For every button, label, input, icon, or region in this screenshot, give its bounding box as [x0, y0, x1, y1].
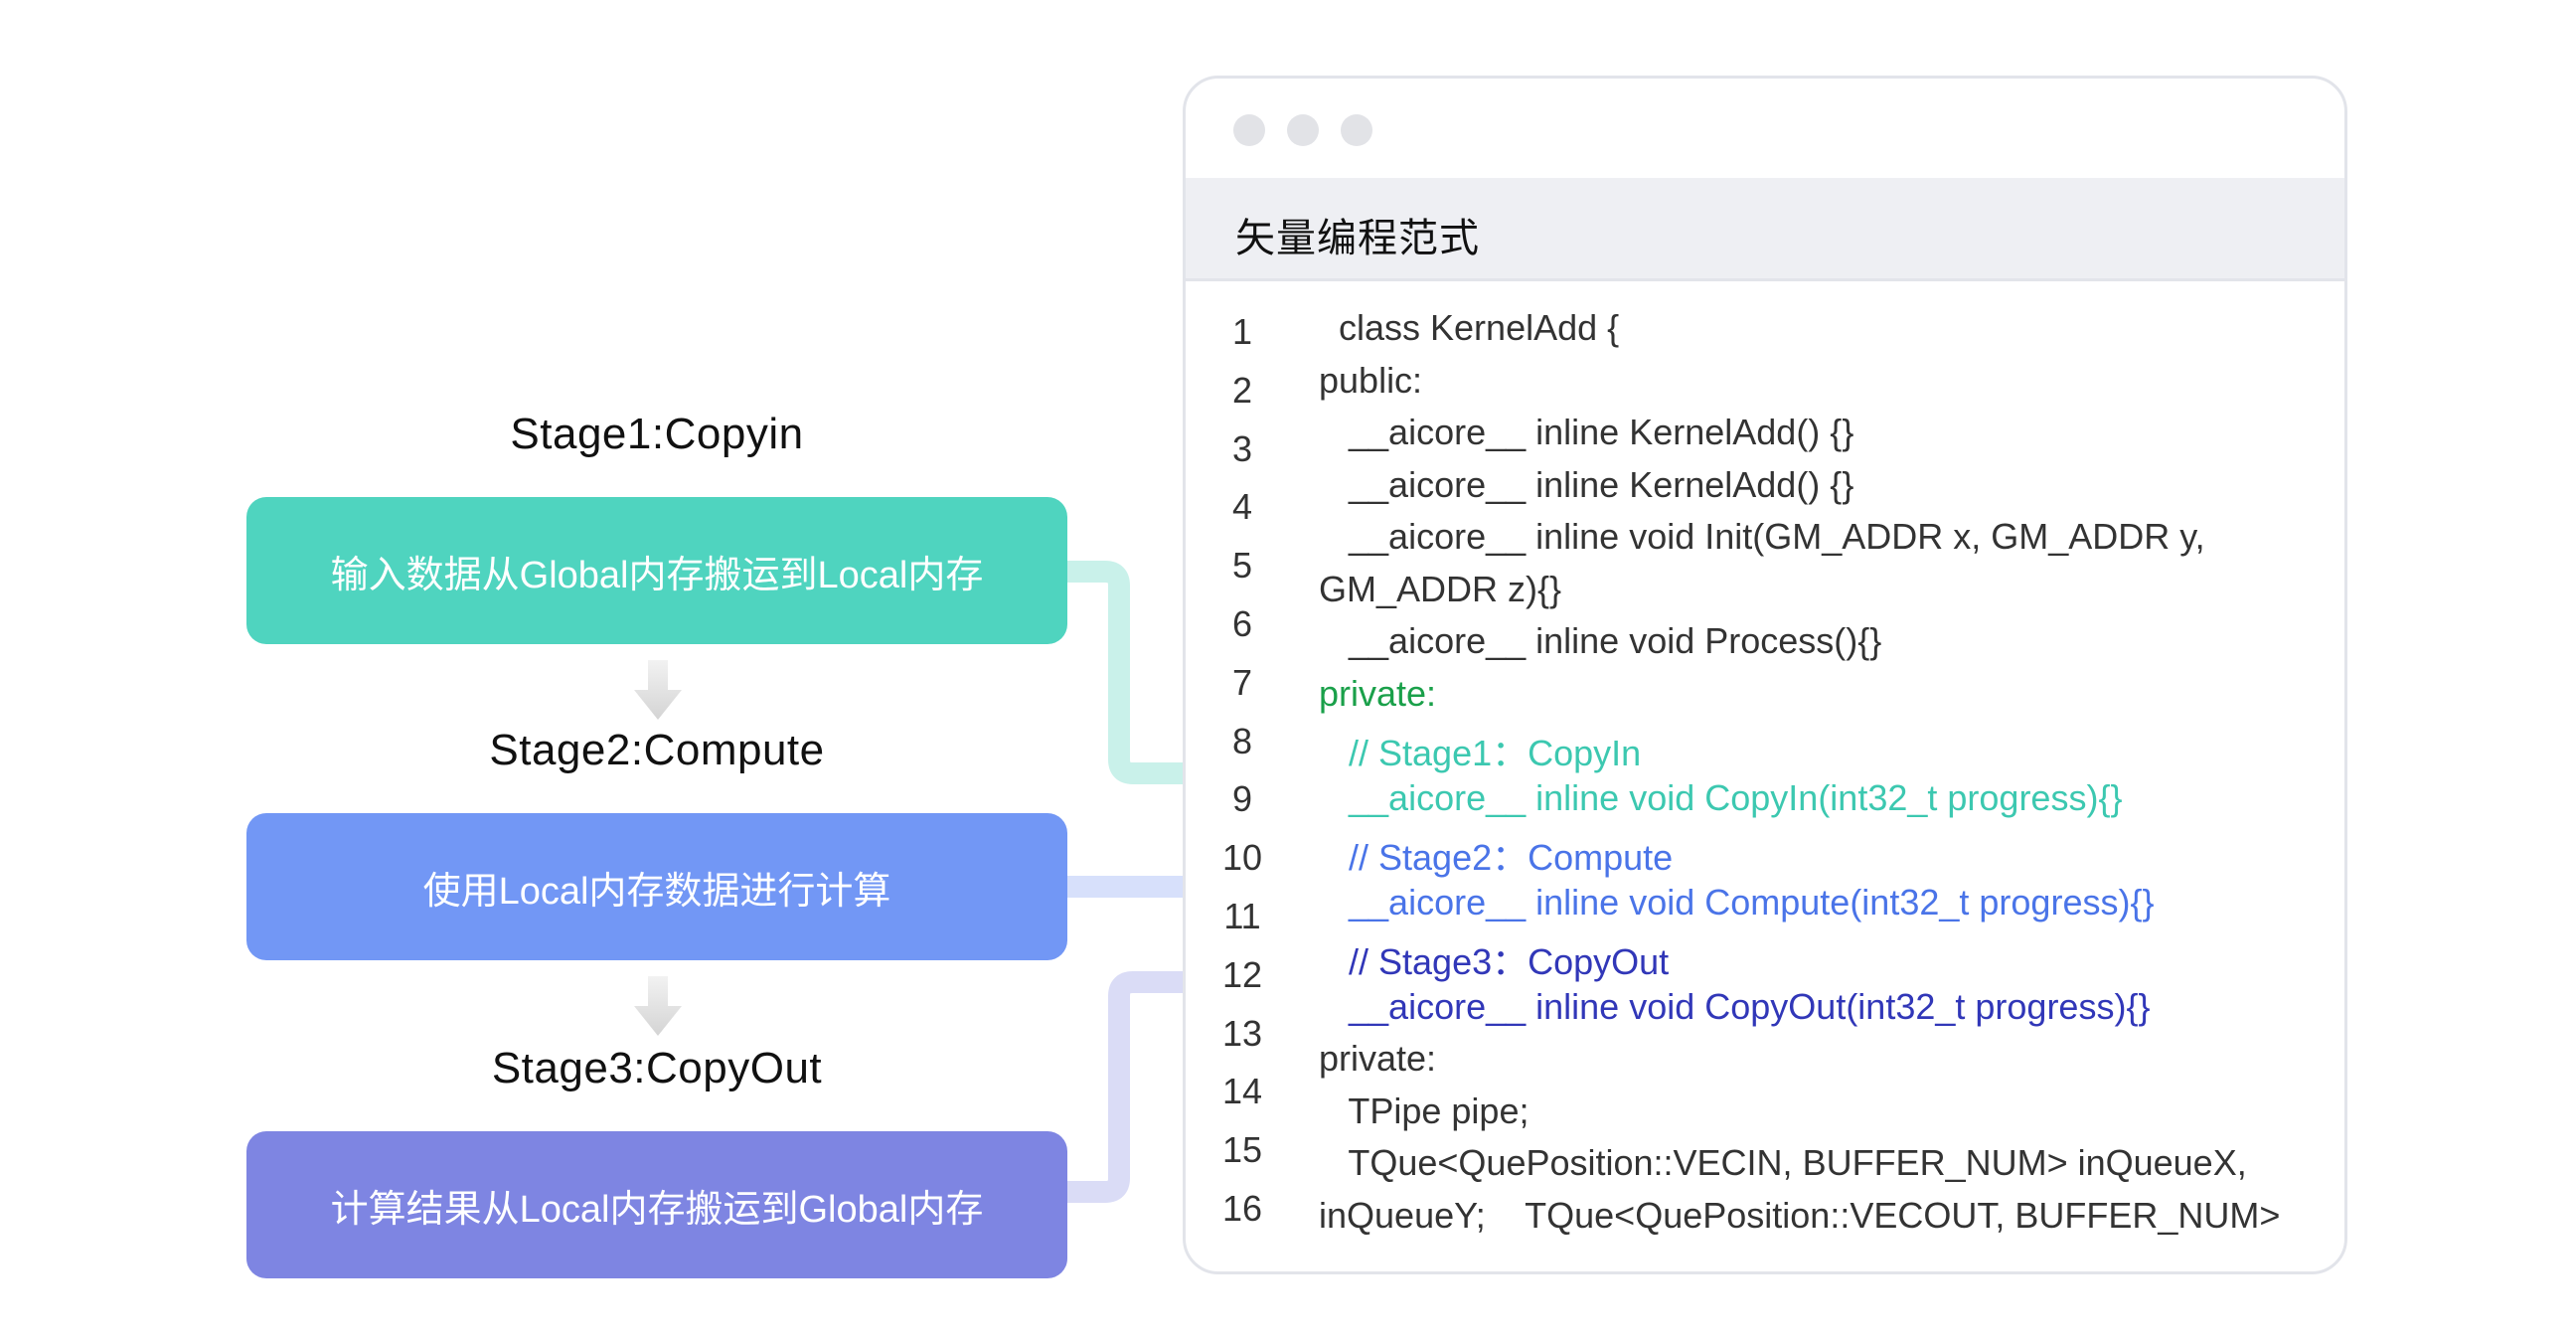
stage3-box: 计算结果从Local内存搬运到Global内存 [246, 1131, 1067, 1278]
line-number: 8 [1231, 720, 1253, 761]
window-dot-icon [1341, 114, 1372, 146]
line-number: 6 [1231, 603, 1253, 644]
code-line: // Stage1：CopyIn [1319, 733, 1642, 773]
code-line: private: [1319, 672, 1437, 714]
stage2-description: 使用Local内存数据进行计算 [422, 870, 891, 913]
code-line: // Stage3：CopyOut [1319, 941, 1670, 982]
code-line: __aicore__ inline void CopyOut(int32_t p… [1319, 985, 2151, 1027]
code-line: __aicore__ inline void Compute(int32_t p… [1319, 881, 2155, 923]
code-line: TQue<QuePosition::VECIN, BUFFER_NUM> inQ… [1319, 1142, 2247, 1183]
window-dot-icon [1287, 114, 1319, 146]
line-number: 5 [1231, 545, 1253, 587]
window-dot-icon [1233, 114, 1265, 146]
line-number: 16 [1221, 1188, 1263, 1229]
window-controls [1233, 114, 1372, 146]
code-window-header: 矢量编程范式 [1186, 178, 2344, 281]
stage2-box: 使用Local内存数据进行计算 [246, 813, 1067, 960]
line-number: 15 [1221, 1129, 1263, 1171]
code-line: __aicore__ inline void CopyIn(int32_t pr… [1319, 776, 2123, 818]
line-number: 3 [1231, 427, 1253, 469]
stage1-description: 输入数据从Global内存搬运到Local内存 [330, 554, 984, 596]
code-line: private: [1319, 1038, 1437, 1079]
code-line: __aicore__ inline void Process(){} [1319, 620, 1882, 661]
code-line: class KernelAdd { [1319, 307, 1620, 348]
line-number: 2 [1231, 369, 1253, 411]
line-number: 4 [1231, 486, 1253, 528]
code-line: __aicore__ inline KernelAdd() {} [1319, 412, 1854, 452]
stage1-box: 输入数据从Global内存搬运到Local内存 [246, 497, 1067, 644]
line-number: 10 [1221, 837, 1263, 879]
code-line: GM_ADDR z){} [1319, 568, 1562, 609]
line-number: 14 [1221, 1071, 1263, 1112]
line-number: 12 [1221, 953, 1263, 995]
code-line: __aicore__ inline void Init(GM_ADDR x, G… [1319, 516, 2205, 557]
line-number: 1 [1231, 311, 1253, 352]
down-arrow-icon [634, 976, 682, 1036]
code-line: // Stage2：Compute [1319, 837, 1674, 878]
code-line: __aicore__ inline KernelAdd() {} [1319, 463, 1854, 505]
code-line: TPipe pipe; [1319, 1090, 1530, 1131]
connector-stage1 [1067, 561, 1183, 784]
stage3-description: 计算结果从Local内存搬运到Global内存 [330, 1188, 984, 1231]
line-number: 9 [1231, 778, 1253, 820]
line-number: 11 [1223, 896, 1261, 936]
stage3-title: Stage3:CopyOut [491, 1044, 823, 1092]
stage2-title: Stage2:Compute [489, 726, 825, 774]
line-number: 7 [1231, 661, 1253, 703]
line-number: 13 [1221, 1012, 1263, 1054]
code-line: inQueueY; TQue<QuePosition::VECOUT, BUFF… [1319, 1194, 2281, 1236]
code-line: public: [1319, 359, 1423, 401]
connector-stage3 [1067, 971, 1183, 1203]
down-arrow-icon [634, 660, 682, 720]
stage1-title: Stage1:Copyin [510, 410, 804, 458]
code-window-title: 矢量编程范式 [1235, 217, 1480, 260]
